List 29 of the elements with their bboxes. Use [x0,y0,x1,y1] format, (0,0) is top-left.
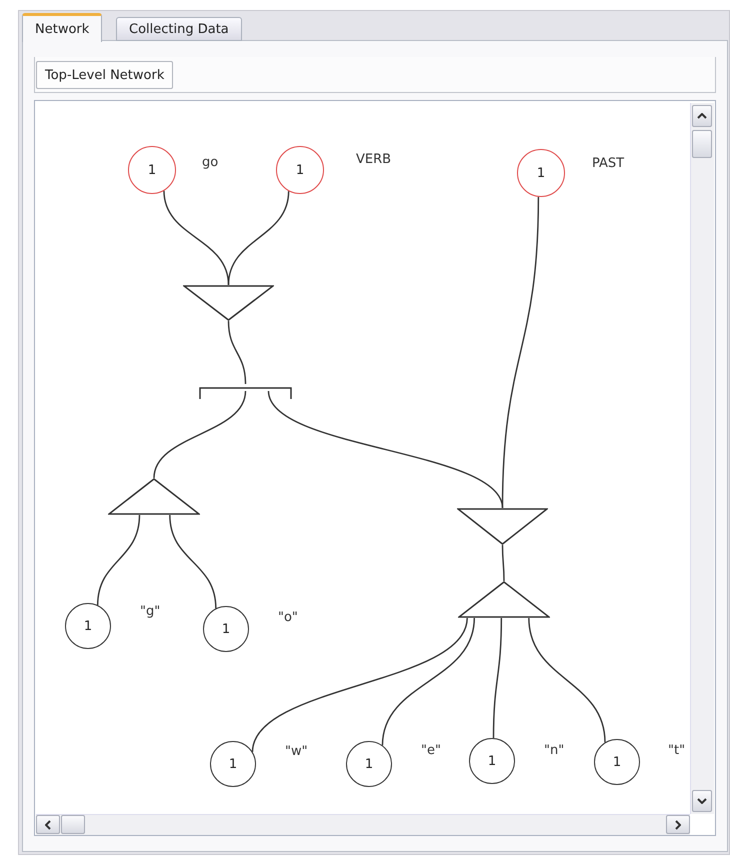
node-label: "n" [544,743,564,758]
up-triangle [458,581,550,618]
tab: Top-Level Network [36,61,174,89]
connector-line [502,196,540,508]
node-label: "t" [668,743,686,758]
tab: Network [22,13,102,42]
connector-line [492,618,502,738]
down-triangle [183,285,274,321]
connector-line [528,618,606,742]
connector-line [252,618,468,752]
connector-line [382,618,475,746]
node-label: VERB [356,152,392,167]
node-label: go [202,155,218,170]
node-label: "w" [285,744,308,759]
tab: Collecting Data [116,17,242,41]
connector-line [228,191,290,286]
down-triangle [457,508,548,545]
connector-line [228,320,246,384]
node-label: "g" [140,604,160,619]
connector-line [163,190,230,286]
up-triangle [108,478,200,515]
connector-line [268,390,504,508]
node-label: "e" [421,743,441,758]
node-label: PAST [592,156,624,171]
connector-line [153,390,246,478]
connector-line [502,545,505,581]
connector-line [169,514,217,608]
connector-line [96,514,140,606]
node-label: "o" [278,610,298,625]
